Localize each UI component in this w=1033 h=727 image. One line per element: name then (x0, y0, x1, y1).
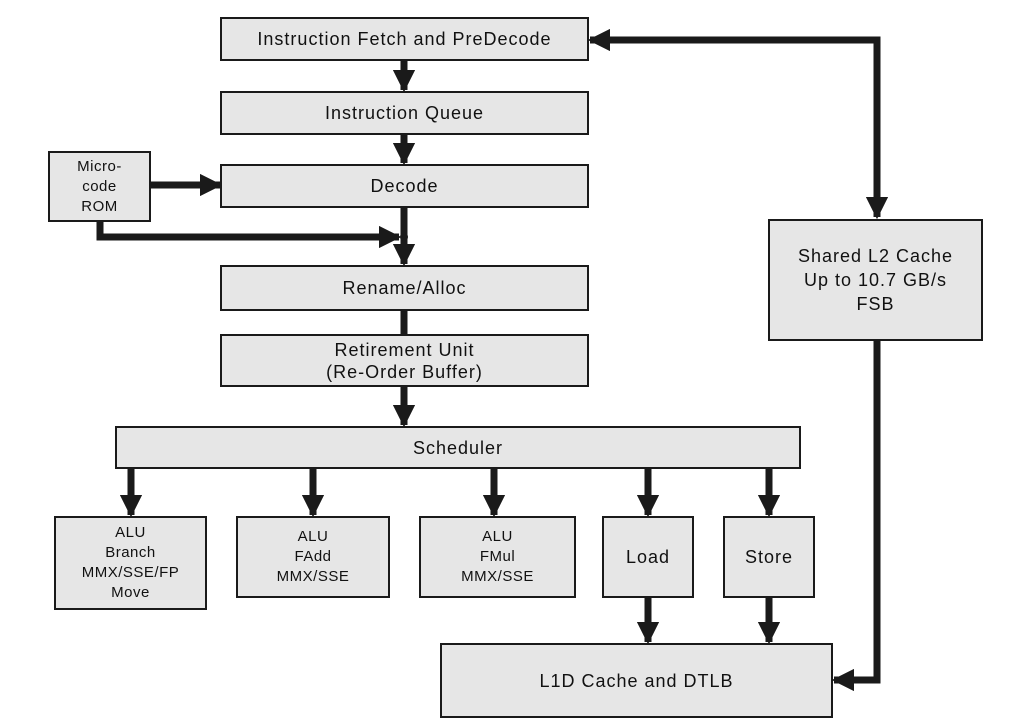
block-alu-fadd-label: ALU FAdd MMX/SSE (276, 528, 350, 585)
block-microcode-rom-label: Micro- code ROM (77, 157, 122, 215)
block-shared-l2-cache: Shared L2 Cache Up to 10.7 GB/s FSB (768, 219, 983, 341)
block-alu-fadd: ALU FAdd MMX/SSE (236, 516, 390, 598)
block-alu-branch-label: ALU Branch MMX/SSE/FP Move (81, 524, 180, 601)
block-scheduler: Scheduler (115, 426, 801, 469)
block-instruction-queue-label: Instruction Queue (324, 103, 485, 123)
arrow-l2-to-fetch (587, 28, 881, 100)
block-scheduler-label: Scheduler (412, 437, 504, 458)
block-retirement-unit: Retirement Unit (Re-Order Buffer) (220, 334, 589, 387)
block-l1d-cache-label: L1D Cache and DTLB (539, 670, 734, 691)
block-alu-fmul-label: ALU FMul MMX/SSE (461, 528, 534, 585)
block-store: Store (723, 516, 815, 598)
block-load: Load (602, 516, 694, 598)
arrow-l2-to-l1d (831, 340, 881, 692)
block-instruction-fetch-label: Instruction Fetch and PreDecode (257, 29, 552, 49)
block-shared-l2-cache-label: Shared L2 Cache Up to 10.7 GB/s FSB (797, 246, 954, 314)
block-l1d-cache: L1D Cache and DTLB (440, 643, 833, 718)
block-rename-alloc-label: Rename/Alloc (342, 278, 467, 298)
block-store-label: Store (744, 547, 794, 567)
block-alu-fmul: ALU FMul MMX/SSE (419, 516, 576, 598)
block-retirement-unit-label: Retirement Unit (Re-Order Buffer) (326, 339, 483, 382)
block-rename-alloc: Rename/Alloc (220, 265, 589, 311)
arrow-microcode-to-merge (96, 221, 402, 249)
block-decode-label: Decode (370, 176, 439, 196)
block-instruction-queue: Instruction Queue (220, 91, 589, 135)
block-load-label: Load (625, 547, 671, 567)
block-alu-branch: ALU Branch MMX/SSE/FP Move (54, 516, 207, 610)
block-decode: Decode (220, 164, 589, 208)
block-microcode-rom: Micro- code ROM (48, 151, 151, 222)
block-instruction-fetch: Instruction Fetch and PreDecode (220, 17, 589, 61)
